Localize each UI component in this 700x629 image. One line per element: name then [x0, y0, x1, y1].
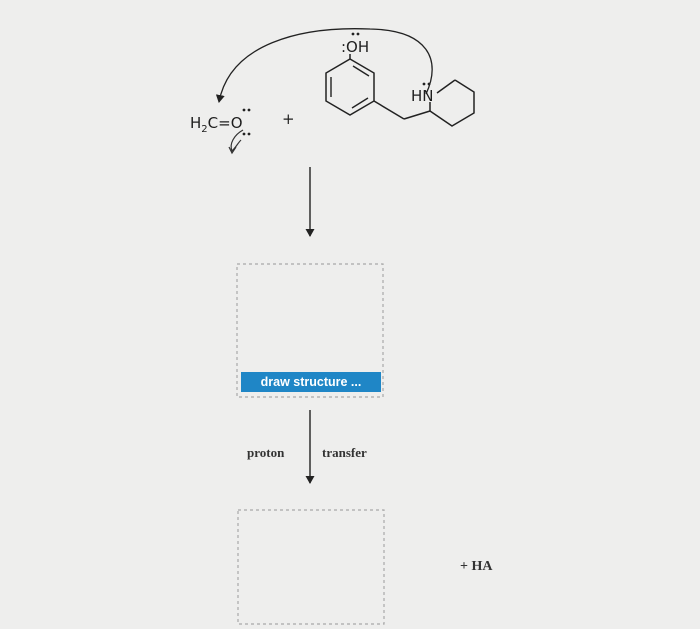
- lone-pair-dot: [422, 82, 426, 86]
- curved-arrow-carbonyl-head: [228, 146, 237, 155]
- hydroxyl-label: :OH: [341, 38, 369, 56]
- lone-pair-dot: [247, 108, 251, 112]
- piperidine-n-bond: [436, 79, 456, 94]
- formaldehyde-label: H2C=O: [190, 114, 243, 135]
- curved-arrow-carbonyl: [230, 129, 244, 153]
- draw-structure-button[interactable]: draw structure ...: [241, 372, 381, 392]
- ch2-bond: [373, 100, 405, 120]
- transfer-label: transfer: [322, 445, 367, 460]
- answer-box-1[interactable]: [236, 263, 384, 398]
- curved-arrow-amine-to-carbon: [215, 28, 433, 103]
- proton-label: proton: [247, 445, 285, 460]
- lone-pair-dot: [427, 82, 431, 86]
- lone-pair-dot: [351, 32, 355, 36]
- lone-pair-dot: [242, 108, 246, 112]
- benzene-ring: [325, 58, 375, 116]
- answer-box-2[interactable]: [237, 509, 385, 625]
- ring-double-bond: [351, 97, 369, 109]
- lone-pair-dot: [242, 132, 246, 136]
- ring-double-bond: [352, 65, 370, 77]
- lone-pair-dot: [356, 32, 360, 36]
- ch2-bond: [403, 110, 431, 120]
- piperidine-ring: [429, 79, 475, 127]
- plus-sign: +: [282, 110, 295, 128]
- byproduct-label: + HA: [460, 559, 493, 574]
- lone-pair-dot: [247, 132, 251, 136]
- amine-label: HN: [411, 87, 434, 105]
